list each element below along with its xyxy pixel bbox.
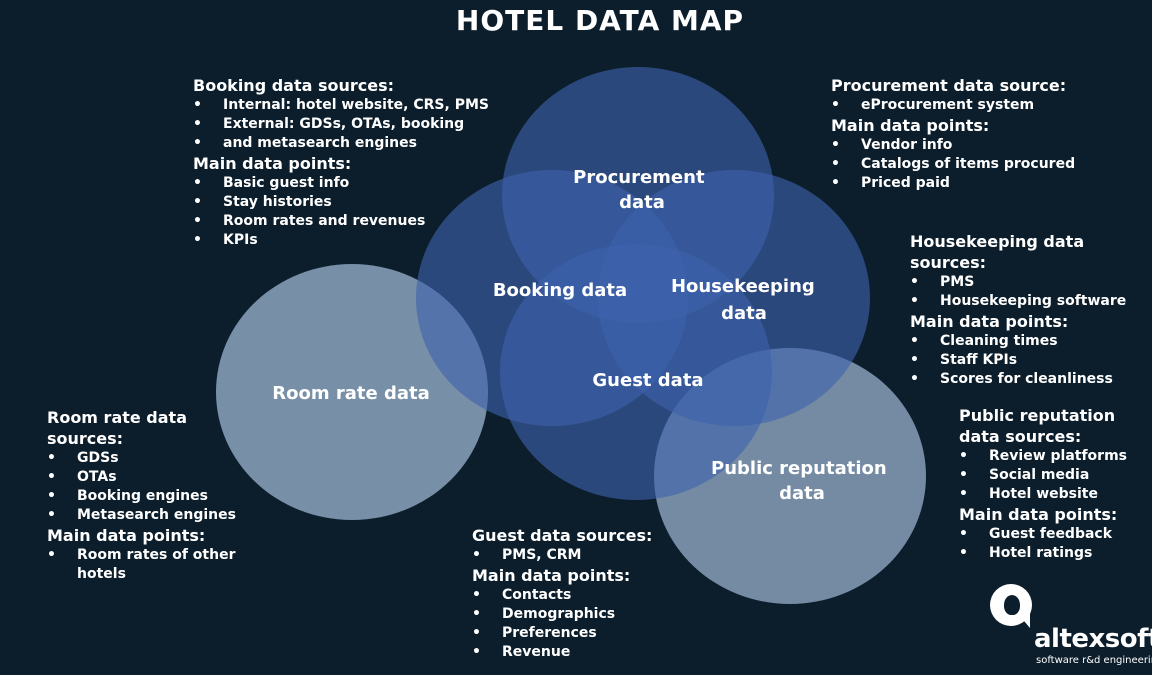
list-item: Revenue [472, 643, 672, 662]
guest-sources-heading: Guest data sources: [472, 526, 653, 545]
list-item: Cleaning times [910, 332, 1150, 351]
list-item: Hotel website [959, 485, 1149, 504]
list-item: Staff KPIs [910, 351, 1150, 370]
booking-points-heading: Main data points: [193, 154, 352, 173]
list-item: External: GDSs, OTAs, booking [193, 115, 493, 134]
logo-tagline: software r&d engineering [1036, 655, 1152, 666]
procurement-sources-heading: Procurement data source: [831, 76, 1067, 95]
list-item: Preferences [472, 624, 672, 643]
list-item: PMS, CRM [472, 546, 672, 565]
list-item: Basic guest info [193, 174, 493, 193]
procurement-sources-list: eProcurement system [831, 96, 1091, 115]
procurement-points-list: Vendor info Catalogs of items procured P… [831, 136, 1091, 193]
procurement-info-block: Procurement data source: eProcurement sy… [831, 75, 1091, 193]
room-rate-sources-heading-line-2: sources: [47, 429, 124, 448]
housekeeping-sources-heading: Housekeeping data sources: [910, 232, 1085, 272]
public-reputation-info-block: Public reputation data sources: Review p… [959, 405, 1149, 563]
booking-circle-label: Booking data [493, 280, 627, 301]
public-reputation-points-heading: Main data points: [959, 505, 1118, 524]
public-reputation-sources-list: Review platforms Social media Hotel webs… [959, 447, 1149, 504]
list-item: Room rates of other [47, 546, 247, 565]
list-item: Metasearch engines [47, 506, 247, 525]
diagram-title: HOTEL DATA MAP [455, 4, 745, 37]
booking-sources-list: Internal: hotel website, CRS, PMS Extern… [193, 96, 493, 153]
list-item: Hotel ratings [959, 544, 1149, 563]
list-item: Housekeeping software [910, 292, 1150, 311]
list-item: OTAs [47, 468, 247, 487]
list-item-continuation: hotels [77, 566, 126, 582]
list-item: Vendor info [831, 136, 1091, 155]
room-rate-sources-list: GDSs OTAs Booking engines Metasearch eng… [47, 449, 247, 525]
public-reputation-circle-label: Public reputation data [711, 458, 893, 504]
guest-points-heading: Main data points: [472, 566, 631, 585]
list-item: Internal: hotel website, CRS, PMS [193, 96, 493, 115]
room-rate-points-list: Room rates of other hotels [47, 546, 247, 584]
list-item: Catalogs of items procured [831, 155, 1091, 174]
list-item: Contacts [472, 586, 672, 605]
list-item: Booking engines [47, 487, 247, 506]
guest-info-block: Guest data sources: PMS, CRM Main data p… [472, 525, 672, 662]
list-item: Stay histories [193, 193, 493, 212]
list-item: Priced paid [831, 174, 1091, 193]
list-item: Guest feedback [959, 525, 1149, 544]
housekeeping-points-heading: Main data points: [910, 312, 1069, 331]
procurement-circle-label: Procurement data [573, 167, 711, 213]
room-rate-circle-label: Room rate data [272, 383, 430, 404]
booking-sources-heading: Booking data sources: [193, 76, 395, 95]
guest-points-list: Contacts Demographics Preferences Revenu… [472, 586, 672, 662]
list-item: Review platforms [959, 447, 1149, 466]
public-reputation-sources-heading-line-2: data sources: [959, 427, 1082, 446]
logo-mark-tail-icon [1018, 614, 1030, 628]
list-item: and metasearch engines [193, 134, 493, 153]
guest-circle-shape [500, 244, 772, 500]
room-rate-points-heading: Main data points: [47, 526, 206, 545]
housekeeping-sources-list: PMS Housekeeping software [910, 273, 1150, 311]
public-reputation-points-list: Guest feedback Hotel ratings [959, 525, 1149, 563]
room-rate-sources-heading: Room rate data [47, 408, 187, 427]
guest-sources-list: PMS, CRM [472, 546, 672, 565]
list-item: Demographics [472, 605, 672, 624]
list-item: eProcurement system [831, 96, 1091, 115]
procurement-points-heading: Main data points: [831, 116, 990, 135]
housekeeping-info-block: Housekeeping data sources: PMS Housekeep… [910, 231, 1150, 389]
list-item: Scores for cleanliness [910, 370, 1150, 389]
list-item: GDSs [47, 449, 247, 468]
public-reputation-sources-heading: Public reputation [959, 406, 1116, 425]
list-item: Social media [959, 466, 1149, 485]
booking-points-list: Basic guest info Stay histories Room rat… [193, 174, 493, 250]
list-item: Room rates and revenues [193, 212, 493, 231]
housekeeping-points-list: Cleaning times Staff KPIs Scores for cle… [910, 332, 1150, 389]
list-item: KPIs [193, 231, 493, 250]
booking-info-block: Booking data sources: Internal: hotel we… [193, 75, 493, 250]
list-item: PMS [910, 273, 1150, 292]
housekeeping-circle-label: Housekeeping data [671, 276, 821, 324]
room-rate-info-block: Room rate data sources: GDSs OTAs Bookin… [47, 407, 247, 584]
logo-wordmark: altexsoft [1034, 624, 1152, 654]
guest-circle-label: Guest data [592, 370, 703, 391]
altexsoft-logo: altexsoft software r&d engineering [988, 584, 1152, 675]
